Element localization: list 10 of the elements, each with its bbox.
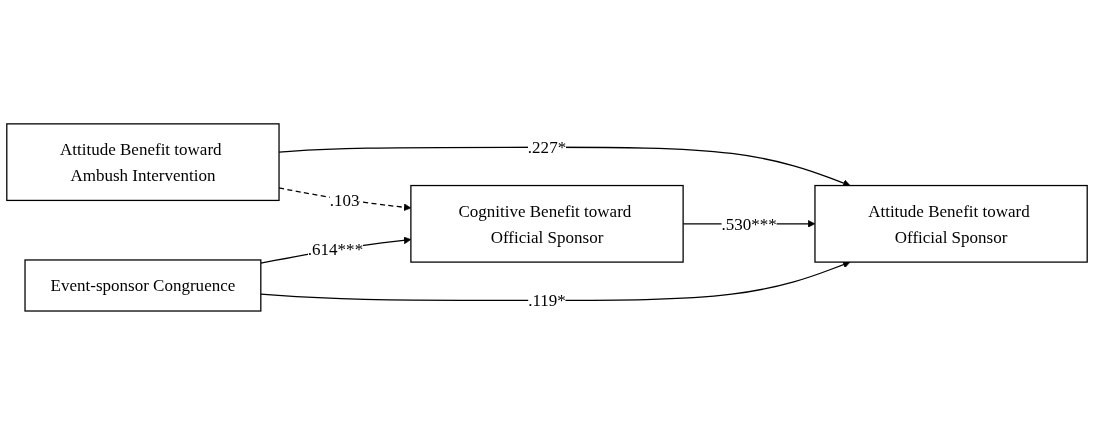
node-box: Cognitive Benefit toward Official Sponsor: [410, 184, 684, 263]
node-box: Event-sponsor Congruence: [24, 259, 262, 312]
edge-label: .119*: [528, 291, 566, 310]
edge-label: .614***: [307, 239, 364, 259]
node-box: Attitude Benefit toward Ambush Intervention: [6, 123, 280, 202]
edge-label: .227*: [527, 137, 567, 157]
edge-label: .103: [329, 191, 360, 210]
edge-label: .530***: [721, 214, 777, 234]
arrow: [260, 261, 851, 301]
node-box: Attitude Benefit toward Official Sponsor: [814, 184, 1088, 263]
